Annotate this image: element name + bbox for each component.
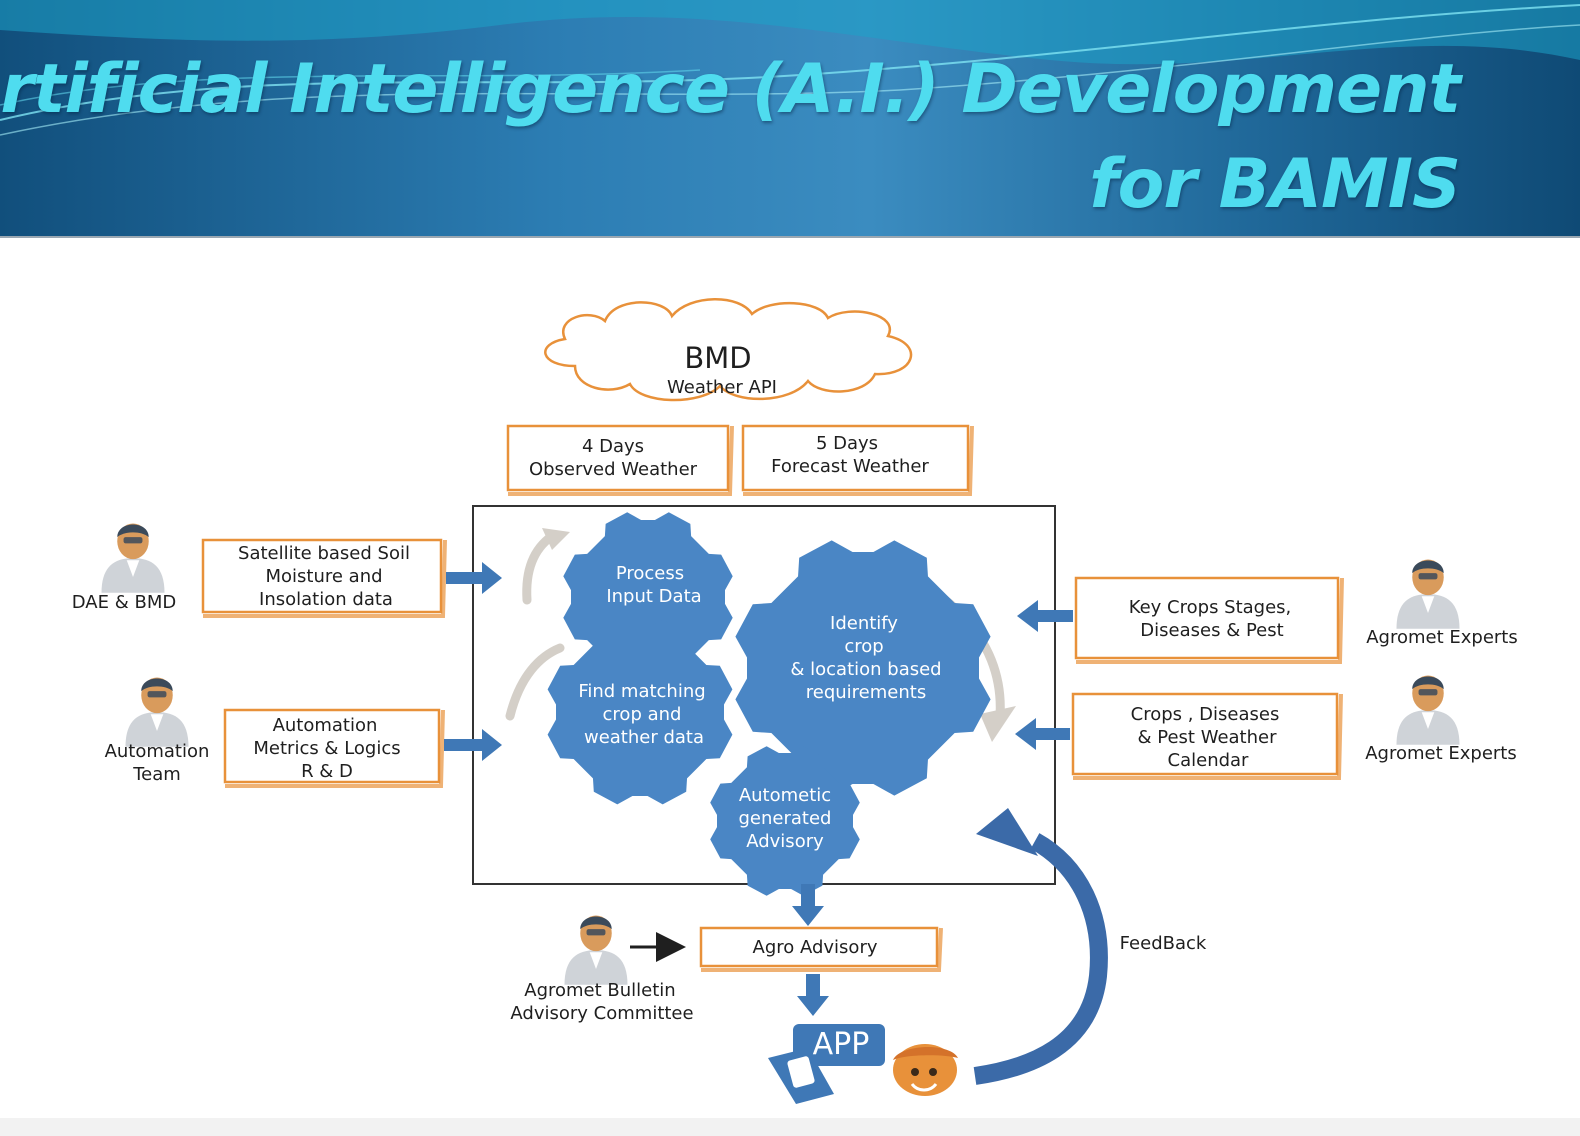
farmer-icon bbox=[893, 1044, 958, 1096]
gear-identify-line2: crop bbox=[844, 636, 883, 657]
arrow-engine-to-advisory bbox=[792, 884, 824, 926]
committee-line2: Advisory Committee bbox=[510, 1003, 693, 1024]
forecast-weather-box: 5 Days Forecast Weather bbox=[741, 424, 974, 496]
gear-advisory-line1: Autometic bbox=[739, 785, 831, 806]
actor-agromet-experts-2: Agromet Experts bbox=[1365, 675, 1517, 764]
actor-dae-bmd-label: DAE & BMD bbox=[72, 592, 176, 613]
crops-calendar-line3: Calendar bbox=[1168, 750, 1250, 771]
arrow-satellite-to-engine bbox=[446, 562, 502, 594]
agromet-experts-1-label: Agromet Experts bbox=[1366, 627, 1518, 648]
crops-calendar-box: Crops , Diseases & Pest Weather Calendar bbox=[1071, 692, 1343, 780]
key-crops-box: Key Crops Stages, Diseases & Pest bbox=[1074, 576, 1344, 664]
gear-identify-line1: Identify bbox=[830, 613, 898, 634]
actor-automation-team: Automation Team bbox=[105, 677, 210, 785]
agromet-experts-2-label: Agromet Experts bbox=[1365, 743, 1517, 764]
header-wave-decoration bbox=[0, 0, 1580, 136]
arrow-advisory-to-app bbox=[797, 974, 829, 1016]
satellite-line1: Satellite based Soil bbox=[238, 543, 410, 564]
satellite-data-box: Satellite based Soil Moisture and Insola… bbox=[201, 538, 447, 618]
committee-line1: Agromet Bulletin bbox=[524, 980, 675, 1001]
cloud-subtitle: Weather API bbox=[667, 377, 777, 398]
forecast-weather-line2: Forecast Weather bbox=[771, 456, 929, 477]
arrow-calendar-to-engine bbox=[1015, 718, 1070, 750]
satellite-line3: Insolation data bbox=[259, 589, 393, 610]
gear-process-line1: Process bbox=[616, 563, 684, 584]
observed-weather-line1: 4 Days bbox=[582, 436, 644, 457]
actor-automation-line2: Team bbox=[132, 764, 181, 785]
observed-weather-line2: Observed Weather bbox=[529, 459, 698, 480]
actor-dae-bmd: DAE & BMD bbox=[72, 523, 176, 613]
cycle-arrowheads bbox=[542, 528, 1016, 742]
cloud-title: BMD bbox=[684, 341, 751, 375]
slide-bottom-strip bbox=[0, 1118, 1580, 1136]
gear-find-line2: crop and bbox=[603, 704, 682, 725]
feedback-arrowhead bbox=[976, 808, 1038, 856]
slide-title-line2: for BAMIS bbox=[1089, 145, 1461, 224]
automation-box-line2: Metrics & Logics bbox=[253, 738, 400, 759]
app-label: APP bbox=[813, 1027, 870, 1062]
satellite-line2: Moisture and bbox=[265, 566, 382, 587]
gear-process-line2: Input Data bbox=[606, 586, 701, 607]
feedback-label: FeedBack bbox=[1120, 933, 1207, 954]
actor-automation-line1: Automation bbox=[105, 741, 210, 762]
key-crops-line2: Diseases & Pest bbox=[1140, 620, 1283, 641]
gear-advisory-line3: Advisory bbox=[746, 831, 824, 852]
gear-identify-line3: & location based bbox=[790, 659, 941, 680]
crops-calendar-line1: Crops , Diseases bbox=[1131, 704, 1280, 725]
automation-box-line1: Automation bbox=[273, 715, 378, 736]
automation-metrics-box: Automation Metrics & Logics R & D bbox=[223, 708, 445, 788]
automation-box-line3: R & D bbox=[301, 761, 353, 782]
actor-agromet-experts-1: Agromet Experts bbox=[1366, 559, 1518, 648]
key-crops-line1: Key Crops Stages, bbox=[1129, 597, 1292, 618]
slide-title-line1: Artificial Intelligence (A.I.) Developme… bbox=[0, 50, 1461, 129]
gear-find-line3: weather data bbox=[584, 727, 704, 748]
agro-advisory-label: Agro Advisory bbox=[753, 937, 878, 958]
gear-find-line1: Find matching bbox=[578, 681, 705, 702]
arrow-keycrops-to-engine bbox=[1017, 600, 1073, 632]
feedback-arrow bbox=[973, 833, 1108, 1085]
observed-weather-box: 4 Days Observed Weather bbox=[506, 424, 734, 496]
agro-advisory-box: Agro Advisory bbox=[699, 926, 943, 972]
bmd-weather-api-cloud: BMD Weather API bbox=[544, 298, 913, 402]
gear-identify-line4: requirements bbox=[806, 682, 926, 703]
slide-header: Artificial Intelligence (A.I.) Developme… bbox=[0, 0, 1580, 238]
actor-bulletin-committee: Agromet Bulletin Advisory Committee bbox=[510, 915, 694, 1024]
gear-advisory-line2: generated bbox=[739, 808, 832, 829]
crops-calendar-line2: & Pest Weather bbox=[1138, 727, 1278, 748]
arrow-automation-to-engine bbox=[444, 729, 502, 761]
ai-workflow-diagram: BMD Weather API 4 Days Observed Weather … bbox=[72, 298, 1518, 1104]
app-phone-icon: APP bbox=[768, 1024, 885, 1104]
forecast-weather-line1: 5 Days bbox=[816, 433, 878, 454]
